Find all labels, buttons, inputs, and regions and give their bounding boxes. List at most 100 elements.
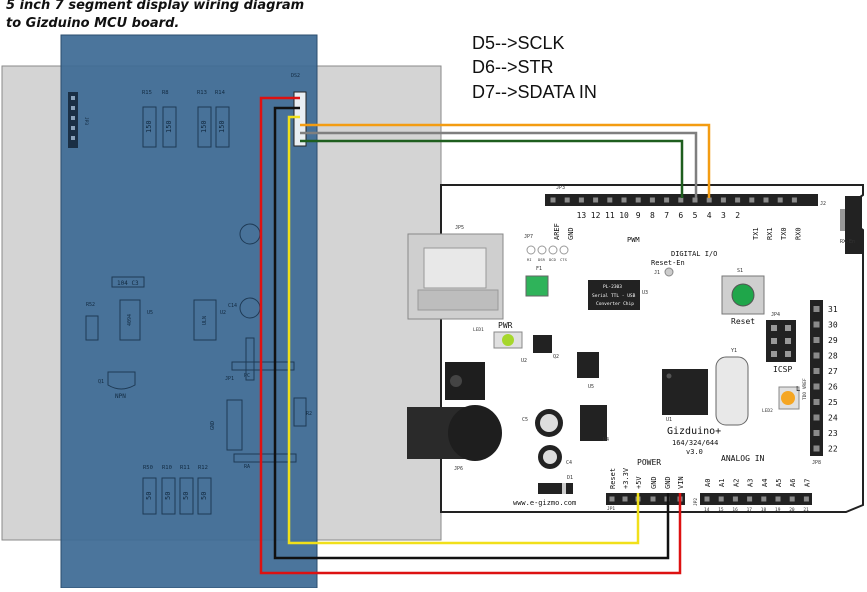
led1-label: LED1 xyxy=(473,327,484,333)
digital-pin xyxy=(735,197,741,203)
analog-pin-label: A6 xyxy=(789,479,797,487)
wire-black-gnd xyxy=(273,106,670,560)
wire-yellow-5v xyxy=(287,115,640,545)
ra-label: RA xyxy=(244,464,250,470)
digital-pin xyxy=(720,197,726,203)
pin-map-d7: D7-->SDATA IN xyxy=(472,82,597,102)
gnd-disp-label: GND xyxy=(210,421,216,430)
rx-en-label: RX-En xyxy=(840,239,855,245)
c5-label: C5 xyxy=(522,417,528,423)
crystal xyxy=(715,356,749,426)
j1-label: J1 xyxy=(654,270,660,276)
right-pin xyxy=(813,321,820,328)
digital-pin-label: 8 xyxy=(650,211,655,220)
f1-label: F1 xyxy=(536,266,542,272)
ds2-connector xyxy=(293,91,307,147)
digital-pin-label: 7 xyxy=(664,211,669,220)
s1-label: S1 xyxy=(737,268,743,274)
analog-pin xyxy=(732,496,738,502)
digital-pin xyxy=(749,197,755,203)
analog-pin-label: A2 xyxy=(732,479,740,487)
tdo-vref-label: TDO VREF xyxy=(802,378,808,400)
right-pin xyxy=(813,414,820,421)
resistor-ref: R50 xyxy=(143,465,153,471)
digital-pin-label: RX0 xyxy=(794,227,802,240)
resistor-value: 150 xyxy=(218,120,226,133)
analog-pin xyxy=(789,496,795,502)
jp1-disp-label: JP1 xyxy=(225,376,234,382)
jp7-pin-label: CTS xyxy=(560,257,568,262)
analog-pin-label: A5 xyxy=(775,479,783,487)
right-pin xyxy=(813,368,820,374)
analog-label: ANALOG IN xyxy=(721,454,765,463)
reset-label: Reset xyxy=(731,317,755,326)
resistor-ref: R11 xyxy=(180,465,190,471)
right-pin xyxy=(813,352,820,359)
digital-pin xyxy=(621,197,627,203)
digital-pin-label: GND xyxy=(567,227,575,240)
resistor-ref: R10 xyxy=(162,465,172,471)
jp7-header xyxy=(526,245,569,255)
pc-label: PC xyxy=(244,373,250,379)
digital-pin xyxy=(777,197,783,203)
digital-pin-label: 5 xyxy=(693,211,698,220)
resistor-ref: R8 xyxy=(162,90,169,96)
resistor xyxy=(179,477,194,515)
digital-pin xyxy=(607,197,613,203)
power-pin xyxy=(622,496,628,502)
u2-label: U2 xyxy=(521,358,527,364)
r-side-label: R2 xyxy=(306,411,312,417)
d1-label: D1 xyxy=(567,475,573,481)
resistor-value: 50 xyxy=(164,492,172,500)
display-jp3-pin xyxy=(71,126,75,130)
jp5-label: JP5 xyxy=(455,225,464,231)
reset-en-label: Reset-En xyxy=(651,259,685,267)
digital-pin-label: 12 xyxy=(591,211,601,220)
power-pin-label: GND xyxy=(650,476,658,489)
right-pin-label: 22 xyxy=(828,445,838,454)
pwr-label: PWR xyxy=(498,321,513,330)
power-label: POWER xyxy=(637,458,661,467)
right-pin-label: 25 xyxy=(828,398,838,407)
digital-pin-label: RX1 xyxy=(766,227,774,240)
digital-pin xyxy=(564,197,570,203)
fuse xyxy=(525,275,549,297)
u2-disp-part: ULN xyxy=(202,316,208,325)
c14-label: C14 xyxy=(228,303,237,309)
jp1-label: JP1 xyxy=(607,506,615,512)
q1-label: Q1 xyxy=(98,379,104,385)
right-pin xyxy=(813,306,820,312)
right-pin xyxy=(813,430,820,436)
jp7-label: JP7 xyxy=(524,234,533,240)
q2-label: Q2 xyxy=(553,354,559,360)
analog-pin-number: 19 xyxy=(775,507,781,513)
jp3-label: JP3 xyxy=(556,185,565,191)
resistor-value: 50 xyxy=(145,492,153,500)
right-pin-label: 26 xyxy=(828,383,838,392)
u1-label: U1 xyxy=(666,417,672,423)
digital-io-label: DIGITAL I/O xyxy=(671,250,717,258)
analog-pin-number: 20 xyxy=(789,507,795,513)
rx-en-switch[interactable] xyxy=(840,209,845,231)
display-jp3-pin xyxy=(71,106,75,110)
power-header xyxy=(606,493,685,505)
analog-pin xyxy=(747,496,753,502)
display-jp3-pin xyxy=(71,136,75,140)
resistor xyxy=(142,477,157,515)
right-pin-label: 24 xyxy=(828,414,838,423)
u5-chip xyxy=(577,352,599,378)
right-pin xyxy=(813,337,820,343)
analog-pin xyxy=(775,496,781,502)
digital-pin xyxy=(664,197,670,203)
digital-pin xyxy=(763,197,769,203)
digital-pin xyxy=(593,197,599,203)
jp7-pin-label: RI xyxy=(527,257,532,262)
jp6-label: JP6 xyxy=(454,466,463,472)
right-pin-label: 27 xyxy=(828,367,838,376)
power-pin xyxy=(609,496,615,502)
jp8-label: JP8 xyxy=(812,460,821,466)
resistor-ref: R14 xyxy=(215,90,226,96)
analog-pin xyxy=(761,496,767,502)
npn-label: NPN xyxy=(115,393,126,400)
